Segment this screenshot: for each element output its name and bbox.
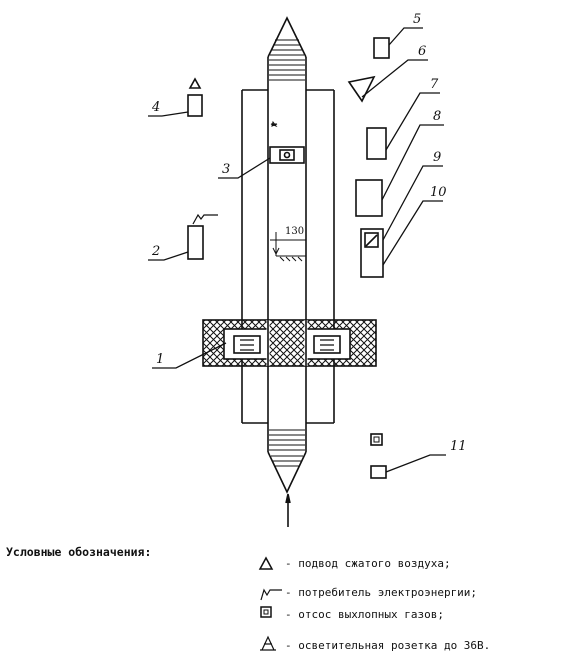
item-5 <box>373 37 390 59</box>
item-6 <box>347 75 376 103</box>
item-9 <box>360 228 384 278</box>
callout-8: 8 <box>433 109 442 124</box>
callout-6: 6 <box>418 44 427 59</box>
inspection-pit <box>241 89 335 424</box>
dimension-label: 130 <box>285 226 305 237</box>
legend-item-socket: - осветительная розетка до 36В. <box>285 639 491 652</box>
track <box>267 16 307 494</box>
socket-icon <box>260 635 276 651</box>
lift-1 <box>202 319 377 367</box>
callout-2: 2 <box>152 244 161 259</box>
callout-5: 5 <box>413 12 422 27</box>
callout-1: 1 <box>156 352 165 367</box>
legend-item-exhaust: - отсос выхлопных газов; <box>285 608 444 621</box>
callout-9: 9 <box>433 150 442 165</box>
item-11 <box>370 433 387 479</box>
legend-item-air: - подвод сжатого воздуха; <box>285 557 451 570</box>
triangle-icon <box>258 556 274 570</box>
trolley-3 <box>269 146 305 164</box>
exhaust-icon <box>260 606 272 618</box>
item-2 <box>187 213 218 260</box>
callout-4: 4 <box>152 100 161 115</box>
star-mark <box>270 120 278 128</box>
callout-11: 11 <box>450 439 467 454</box>
dimension-130 <box>270 232 306 262</box>
item-4 <box>187 77 203 117</box>
legend-item-power: - потребитель электроэнергии; <box>285 586 478 599</box>
legend-title: Условные обозначения: <box>6 545 152 559</box>
callout-10: 10 <box>430 185 447 200</box>
direction-arrow <box>285 493 291 527</box>
item-7 <box>366 127 387 160</box>
item-8 <box>355 179 383 217</box>
callout-3: 3 <box>222 162 231 177</box>
callout-7: 7 <box>430 77 439 92</box>
leaders <box>148 27 446 473</box>
power-consumer-icon <box>260 588 282 601</box>
